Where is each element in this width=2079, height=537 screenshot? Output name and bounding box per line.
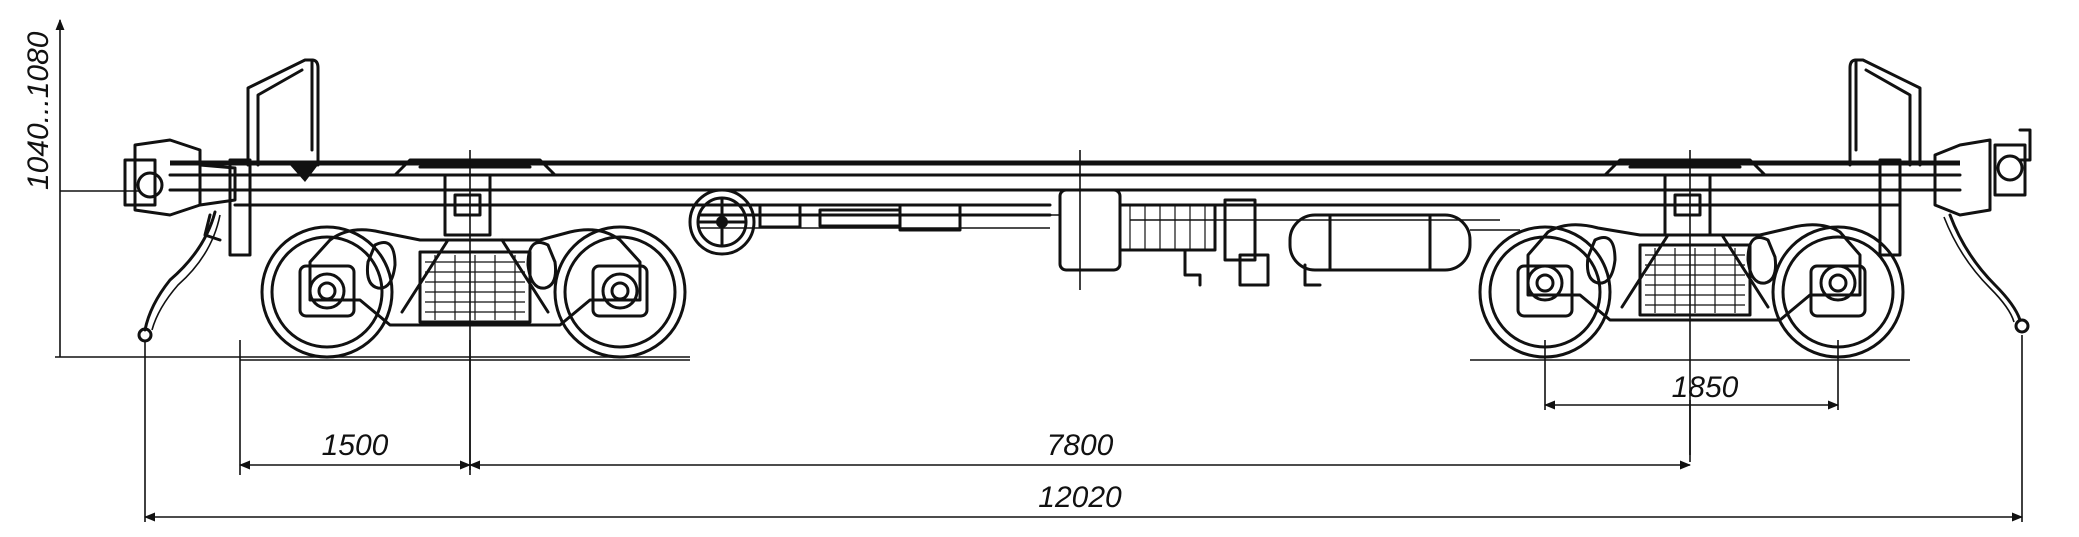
left-bogie-wheel-2: [553, 225, 687, 359]
coupler-height-dimension: 1040...1080: [22, 18, 690, 358]
right-bogie-wheel-2: [1771, 225, 1905, 359]
right-center-plate: [1603, 150, 1767, 455]
dimension-1500-label: 1500: [322, 429, 389, 462]
left-coupler: [123, 138, 237, 343]
coupler-height-label: 1040...1080: [22, 31, 55, 190]
dimension-12020-label: 12020: [1038, 481, 1122, 514]
left-bogie: [260, 225, 687, 359]
dimension-7800: 7800: [468, 429, 1692, 470]
extension-lines: [144, 335, 2023, 522]
dimension-12020: 12020: [143, 481, 2024, 522]
right-bogie: [1478, 223, 1905, 359]
right-bogie-wheel-1: [1478, 225, 1612, 359]
dimension-1850: 1850: [1543, 371, 1840, 410]
brake-equipment: [758, 150, 1520, 290]
left-end-stanchion: [246, 58, 320, 182]
left-bogie-sideframe: [308, 228, 642, 327]
right-coupler: [1933, 128, 2032, 334]
left-bogie-wheel-1: [260, 225, 394, 359]
hand-brake-wheel: [688, 188, 756, 256]
dimension-1500: 1500: [238, 429, 472, 470]
dimension-1850-label: 1850: [1672, 371, 1739, 404]
dimension-7800-label: 7800: [1047, 429, 1114, 462]
right-bogie-sideframe: [1526, 223, 1862, 322]
right-end-stanchion: [1848, 58, 1922, 167]
